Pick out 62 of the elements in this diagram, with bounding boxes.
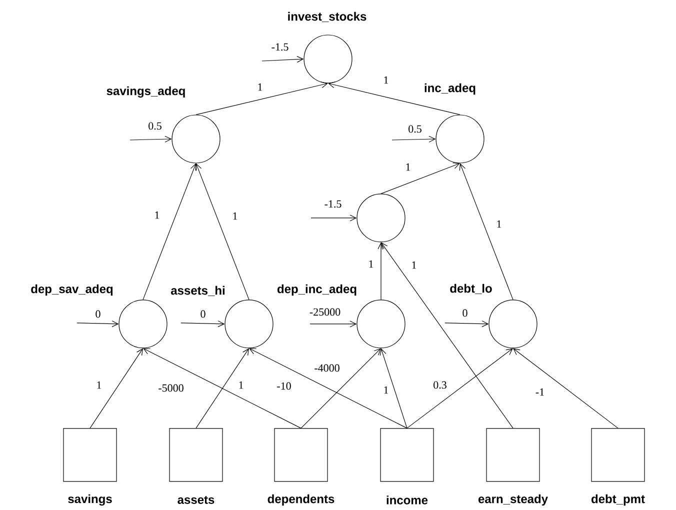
node-label: invest_stocks [288, 12, 366, 22]
weight-label: -1.5 [324, 200, 342, 208]
weight-label: 1 [410, 260, 418, 270]
weight-label: -4000 [314, 364, 340, 372]
weight-arrow [143, 348, 302, 428]
weight-arrow [195, 163, 250, 300]
node-label: debt_pmt [592, 494, 645, 506]
bias-arrow [310, 320, 357, 328]
weight-label: 0 [200, 310, 206, 318]
weight-label: 1 [368, 260, 374, 268]
weight-label: 1 [154, 210, 160, 220]
weight-label: 1 [256, 82, 264, 92]
weight-label: 0 [94, 310, 102, 318]
weight-arrow [196, 82, 328, 115]
node-label: dep_inc_adeq [277, 284, 356, 296]
node-label: savings_adeq [106, 86, 185, 98]
weight-label: 1 [238, 380, 244, 390]
node-label: income [386, 496, 428, 504]
weight-arrow [196, 348, 249, 428]
weight-arrow [142, 163, 197, 300]
weight-label: 0.5 [408, 124, 422, 134]
weight-label: 0.5 [148, 122, 162, 130]
bias-arrow [310, 214, 357, 222]
weight-label: 1 [232, 212, 238, 220]
node-label: inc_adeq [424, 83, 476, 95]
weight-arrow [249, 348, 408, 428]
node-label: savings [68, 494, 112, 506]
weight-label: -10 [276, 382, 292, 390]
neuron-circle [356, 194, 406, 242]
weight-label: -25000 [308, 308, 342, 316]
weight-arrow [380, 162, 460, 194]
node-label: earn_steady [478, 494, 548, 506]
weight-label: -1.5 [270, 42, 290, 52]
weight-arrow [459, 163, 514, 300]
bias-arrow [392, 136, 436, 142]
weight-arrow [380, 348, 408, 428]
weight-label: 0.3 [432, 380, 448, 390]
node-label: assets_hi [171, 286, 224, 296]
weight-arrow [513, 348, 618, 428]
weight-label: 1 [382, 386, 390, 394]
bias-arrow [444, 320, 489, 328]
weight-arrow [378, 242, 384, 300]
weight-arrow [406, 348, 513, 428]
bias-arrow [180, 320, 225, 328]
weight-label: 0 [462, 308, 468, 318]
bias-arrow [130, 136, 172, 142]
weight-label: 1 [404, 162, 412, 172]
weight-arrow [328, 82, 460, 115]
node-label: dependents [268, 494, 334, 506]
weight-arrow [90, 348, 143, 428]
weight-label: 1 [96, 380, 102, 390]
weight-label: -5000 [158, 384, 184, 392]
weight-label: 1 [496, 220, 502, 228]
weight-arrow [381, 242, 514, 428]
weight-arrow [300, 348, 381, 428]
node-label: dep_sav_adeq [31, 284, 113, 296]
weight-label: 1 [382, 76, 390, 84]
weight-label: -1 [534, 388, 546, 396]
node-label: debt_lo [450, 284, 492, 294]
bias-arrow [76, 320, 119, 328]
node-label: assets [178, 496, 214, 504]
bias-arrow [262, 56, 304, 63]
